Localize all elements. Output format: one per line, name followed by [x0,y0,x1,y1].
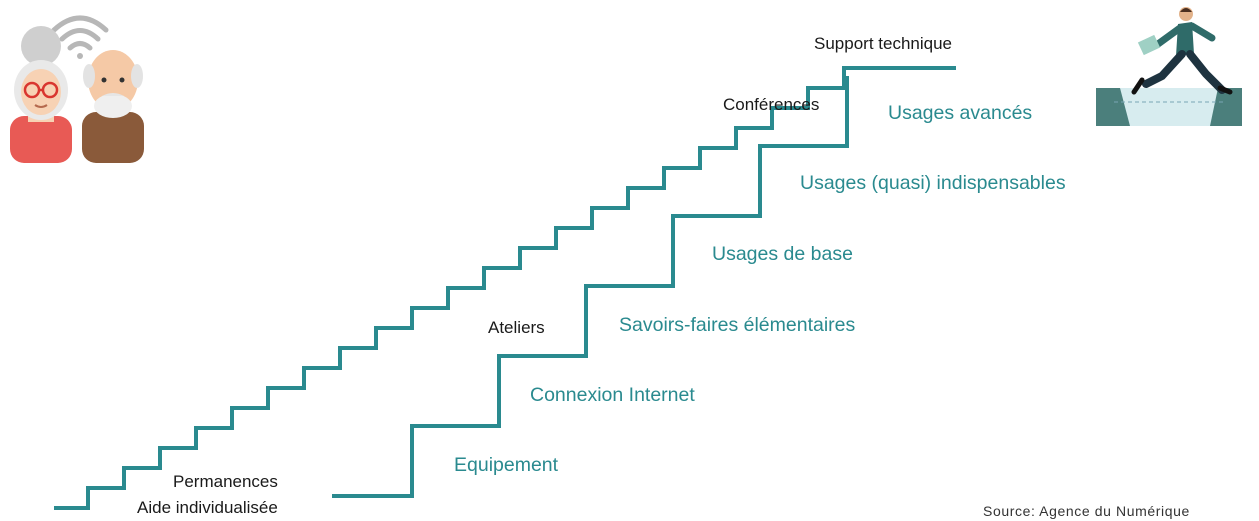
label-equipement: Equipement [454,454,559,476]
label-usages-indispensables: Usages (quasi) indispensables [800,172,1066,194]
elderly-couple-icon [10,15,144,163]
right-staircase-path [332,76,849,498]
label-aide-individualisee: Aide individualisée [137,498,278,517]
label-usages-de-base: Usages de base [712,243,853,265]
running-businessman-icon [1096,7,1242,126]
source-credit: Source: Agence du Numérique [983,503,1190,519]
left-staircase-path [54,66,956,510]
label-ateliers: Ateliers [488,318,545,337]
label-conferences: Conférences [723,95,820,114]
label-support-technique: Support technique [814,34,952,53]
label-usages-avances: Usages avancés [888,102,1033,124]
label-permanences: Permanences [173,472,278,491]
left-staircase [54,66,956,510]
right-staircase [332,76,849,498]
label-connexion-internet: Connexion Internet [530,384,695,406]
wifi-icon [51,15,109,59]
label-savoirs-faires: Savoirs-faires élémentaires [619,314,856,336]
